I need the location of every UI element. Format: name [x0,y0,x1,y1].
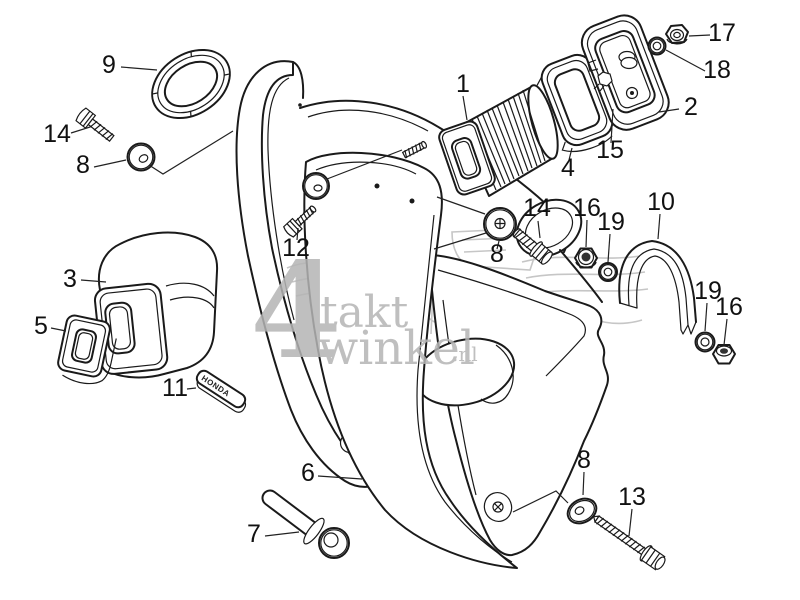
watermark-numeral: 4 [250,234,342,389]
front-cover-right [414,254,609,557]
part-callout-2: 2 [684,93,698,121]
leader-lines [50,34,728,537]
trim-channel-10 [618,240,697,335]
cover-plate-2 [580,14,670,131]
ring-9 [151,48,231,120]
part-callout-13: 13 [618,483,646,511]
watermark-word1: takt [320,287,409,338]
part-callout-14: 14 [43,120,71,148]
washer-18 [647,36,667,56]
screw-boss [483,492,513,522]
bolt-14-middle [512,228,553,265]
washer-19-bottom-right [694,331,716,353]
washer-12 [302,172,330,200]
watermark-text: 4 takt winkel .nl [250,234,478,389]
part-callout-8: 8 [490,240,504,268]
part-callout-6: 6 [301,459,315,487]
washer-8-middle [483,207,517,241]
part-callout-9: 9 [102,51,116,79]
part-callout-8: 8 [577,446,591,474]
part-callout-19: 19 [694,277,722,305]
washer-19-middle [598,262,618,282]
part-callout-3: 3 [63,265,77,293]
watermark-suffix: .nl [452,342,478,366]
honda-emblem: HONDA [195,369,247,413]
part-callout-5: 5 [34,312,48,340]
part-callout-8: 8 [76,151,90,179]
part-callout-11: 11 [162,374,188,402]
bolt-14-top-left [75,107,115,142]
front-inner-cover [303,151,518,569]
part-callout-12: 12 [282,234,310,262]
bolt-15 [593,71,613,92]
nut-16-middle [574,247,598,269]
part-callout-15: 15 [596,136,624,164]
nut-16-bottom-right [712,344,736,365]
part-callout-4: 4 [561,154,575,182]
part-callout-7: 7 [247,520,261,548]
part-callout-10: 10 [647,188,675,216]
mounting-stud [401,140,428,159]
part-callout-18: 18 [703,56,731,84]
part-callout-16: 16 [573,194,601,222]
bolt-13 [592,515,666,571]
part-callout-17: 17 [708,19,736,47]
bolt-12 [283,205,317,238]
air-filter-element [438,84,559,197]
part-callout-1: 1 [456,70,470,98]
air-cleaner-case [93,231,219,379]
part-callout-14: 14 [523,194,551,222]
part-callout-19: 19 [597,208,625,236]
part-callout-16: 16 [715,293,743,321]
seal-5 [57,314,117,385]
washer-8-bottom-right [566,497,598,525]
nut-17 [665,24,689,45]
watermark-word2: winkel [318,321,475,376]
washer-8-top-left [126,142,156,172]
bolt-7 [261,489,350,559]
